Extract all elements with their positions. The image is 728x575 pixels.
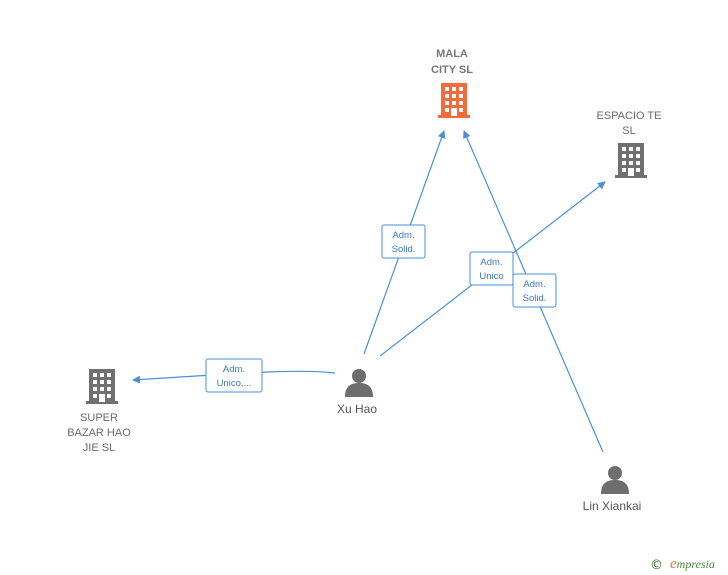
company-label-line: MALA: [436, 48, 468, 60]
relation-label-xuhao-espacio[interactable]: Adm. Unico: [469, 251, 514, 286]
building-icon: [615, 143, 647, 178]
person-name: Xu Hao: [337, 402, 377, 416]
relation-text: Unico,...: [217, 378, 252, 389]
relation-text: Solid.: [392, 244, 416, 255]
brand-watermark: © empresia: [650, 556, 715, 573]
company-label-line: CITY SL: [431, 64, 473, 76]
building-icon: [86, 369, 118, 404]
company-label-line: JIE SL: [83, 442, 115, 454]
copyright-icon: ©: [650, 558, 663, 573]
company-label-line: BAZAR HAO: [67, 427, 131, 439]
company-label-line: SL: [622, 125, 635, 137]
relation-text: Unico: [479, 271, 503, 282]
company-label-line: SUPER: [80, 412, 118, 424]
person-name: Lin Xiankai: [583, 499, 642, 513]
brand-name: empresia: [670, 556, 715, 572]
person-node-xuhao[interactable]: Xu Hao: [337, 369, 377, 416]
relation-label-lin-mala[interactable]: Adm. Solid.: [512, 273, 557, 308]
edge-xuhao-super: [132, 370, 336, 384]
company-node-super[interactable]: SUPER BAZAR HAO JIE SL: [67, 369, 131, 454]
company-node-espacio[interactable]: ESPACIO TE SL: [596, 110, 662, 178]
person-node-lin[interactable]: Lin Xiankai: [583, 466, 642, 513]
company-node-mala[interactable]: MALA CITY SL: [431, 48, 473, 118]
relation-text: Adm.: [392, 230, 414, 241]
person-icon: [345, 369, 373, 397]
relation-text: Adm.: [480, 257, 502, 268]
relation-text: Adm.: [223, 364, 245, 375]
relation-label-xuhao-mala[interactable]: Adm. Solid.: [381, 224, 426, 259]
relation-text: Adm.: [523, 279, 545, 290]
relation-text: Solid.: [523, 293, 547, 304]
building-icon: [438, 83, 470, 118]
person-icon: [601, 466, 629, 494]
relation-label-xuhao-super[interactable]: Adm. Unico,...: [205, 358, 263, 393]
company-label-line: ESPACIO TE: [596, 110, 661, 122]
